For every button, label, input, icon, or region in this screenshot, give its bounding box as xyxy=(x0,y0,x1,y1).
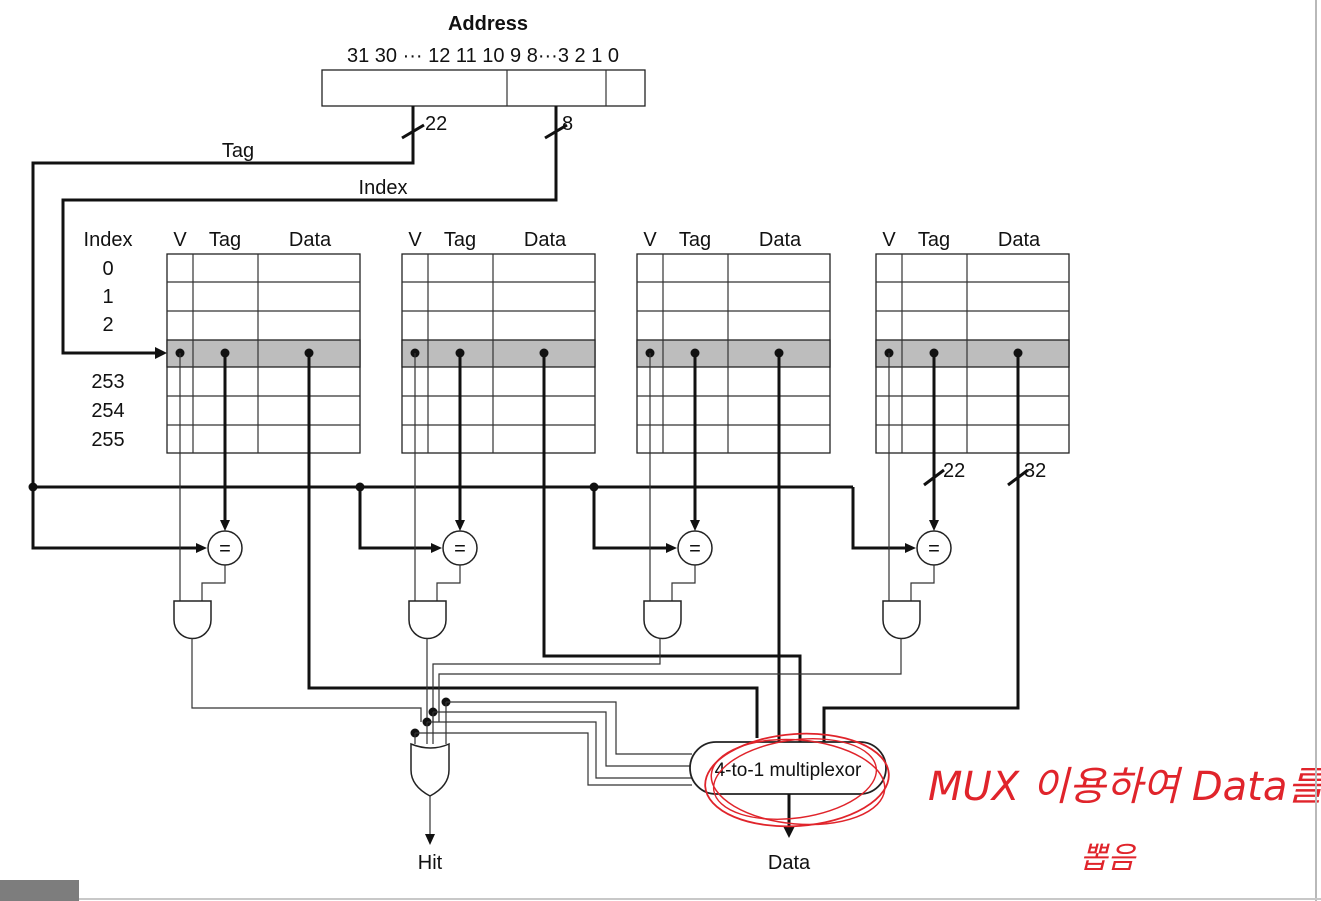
index-row-253: 253 xyxy=(91,371,124,393)
way-1-data-header: Data xyxy=(524,229,567,251)
way-2-valid-header: V xyxy=(643,229,657,251)
index-wire-label: Index xyxy=(359,177,408,199)
way-3-wiring xyxy=(438,348,1029,742)
cache-way-2 xyxy=(636,253,831,454)
way-3-data-header: Data xyxy=(998,229,1041,251)
data-output-label: Data xyxy=(768,852,811,874)
address-title: Address xyxy=(448,13,528,35)
way-0-tag-header: Tag xyxy=(209,229,241,251)
mux-select-lines xyxy=(415,701,692,786)
window-frame-edge xyxy=(1315,0,1317,901)
way-1-tag-header: Tag xyxy=(444,229,476,251)
index-row-255: 255 xyxy=(91,429,124,451)
mux-label: 4-to-1 multiplexor xyxy=(715,760,862,781)
way-0-data-header: Data xyxy=(289,229,332,251)
way-1-valid-header: V xyxy=(408,229,422,251)
index-row-254: 254 xyxy=(91,400,124,422)
index-column-header: Index xyxy=(84,229,133,251)
tag-wire xyxy=(31,106,425,550)
tag-bus-width-label: 22 xyxy=(943,460,965,482)
way-2-wiring xyxy=(432,348,784,742)
way-3-valid-header: V xyxy=(882,229,896,251)
window-bottom-edge xyxy=(0,898,1321,900)
address-register xyxy=(321,69,646,107)
way-2-comparator-symbol: = xyxy=(689,538,701,560)
corner-thumbnail-tab[interactable] xyxy=(0,880,79,901)
way-1-comparator-symbol: = xyxy=(454,538,466,560)
tag-wire-label: Tag xyxy=(222,140,254,162)
way-0-comparator-symbol: = xyxy=(219,538,231,560)
way-1-wiring xyxy=(408,348,802,742)
index-wire xyxy=(61,106,568,359)
way-3-tag-header: Tag xyxy=(918,229,950,251)
index-row-1: 1 xyxy=(102,286,113,308)
index-row-0: 0 xyxy=(102,258,113,280)
cache-way-1 xyxy=(401,253,596,454)
tag-width-label: 22 xyxy=(425,113,447,135)
way-2-data-header: Data xyxy=(759,229,802,251)
handwritten-note-line-1: MUX 이용하여 Data를 xyxy=(928,764,1321,810)
handwritten-note-line-2: 뽑음 xyxy=(1080,841,1137,876)
index-width-label: 8 xyxy=(562,113,573,135)
index-row-2: 2 xyxy=(102,314,113,336)
four-to-one-multiplexor xyxy=(689,741,887,838)
address-bit-labels: 31 30 ··· 12 11 10 9 8···3 2 1 0 xyxy=(347,45,619,67)
data-bus-width-label: 32 xyxy=(1024,460,1046,482)
tag-bus xyxy=(28,482,909,550)
red-circle-annotation xyxy=(704,732,890,828)
way-0-valid-header: V xyxy=(173,229,187,251)
way-0-wiring xyxy=(173,348,759,738)
cache-way-0 xyxy=(166,253,361,454)
cache-way-3 xyxy=(875,253,1070,454)
way-3-comparator-symbol: = xyxy=(928,538,940,560)
way-2-tag-header: Tag xyxy=(679,229,711,251)
hit-output-label: Hit xyxy=(418,852,443,874)
or-gate xyxy=(410,697,451,845)
